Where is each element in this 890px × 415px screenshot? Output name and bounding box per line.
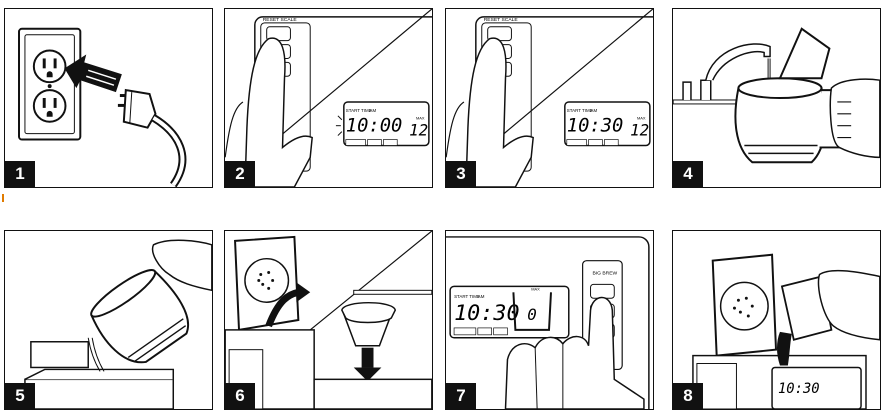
step-4-panel: 4 (672, 8, 881, 188)
lcd-start-time-label: START TIME (454, 294, 480, 299)
step-number-badge: 7 (446, 383, 476, 409)
fill-carafe-at-faucet-illustration (673, 27, 880, 164)
lcd-cups: 12 (630, 121, 649, 140)
step-8-panel: 10:30 8 (672, 230, 881, 410)
lcd-am-label: AM (591, 108, 598, 113)
plug-into-outlet-illustration (18, 27, 187, 187)
reset-scale-label: RESET SCALE (263, 17, 298, 23)
press-brew-button-illustration: START TIME AM 10:30 MAX 0 BIG BREW (446, 236, 650, 409)
lcd-max-label: MAX (531, 286, 540, 291)
step-6-panel: 6 (224, 230, 433, 410)
step-1-panel: 1 (4, 8, 213, 188)
step-5-panel: 5 (4, 230, 213, 410)
lcd-max-label: MAX (416, 116, 425, 121)
pour-water-into-reservoir-illustration (24, 239, 212, 409)
reset-scale-label: RESET SCALE (484, 17, 519, 23)
lcd-time: 10:30 (778, 381, 820, 397)
lcd-am-label: AM (478, 294, 485, 299)
step-number-badge: 5 (5, 383, 35, 409)
step-2-panel: RESET SCALE START TIME AM 10:00 MAX 12 2 (224, 8, 433, 188)
step-number-badge: 1 (5, 161, 35, 187)
lcd-time: 10:00 (346, 116, 403, 137)
lcd-start-time-label: START TIME (346, 108, 372, 113)
lcd-cups: 0 (527, 305, 537, 324)
lcd-am-label: AM (370, 108, 377, 113)
press-button-illustration: RESET SCALE START TIME AM 10:00 MAX 12 (225, 9, 432, 187)
lcd-cups: 12 (409, 121, 428, 140)
lcd-time: 10:30 (567, 116, 624, 137)
step-number-badge: 4 (673, 161, 703, 187)
lcd-start-time-label: START TIME (567, 108, 593, 113)
lcd-max-label: MAX (637, 116, 646, 121)
big-brew-label: BIG BREW (593, 271, 618, 277)
step-number-badge: 8 (673, 383, 703, 409)
press-button-illustration: RESET SCALE START TIME AM 10:30 MAX 12 (446, 9, 653, 187)
step-7-panel: START TIME AM 10:30 MAX 0 BIG BREW 7 (445, 230, 654, 410)
step-number-badge: 2 (225, 161, 255, 187)
insert-filter-basket-illustration (225, 231, 432, 409)
step-number-badge: 3 (446, 161, 476, 187)
accent-mark (2, 194, 4, 202)
add-coffee-grounds-illustration: 10:30 (692, 253, 880, 409)
step-number-badge: 6 (225, 383, 255, 409)
lcd-time: 10:30 (454, 301, 519, 326)
step-3-panel: RESET SCALE START TIME AM 10:30 MAX 12 3 (445, 8, 654, 188)
